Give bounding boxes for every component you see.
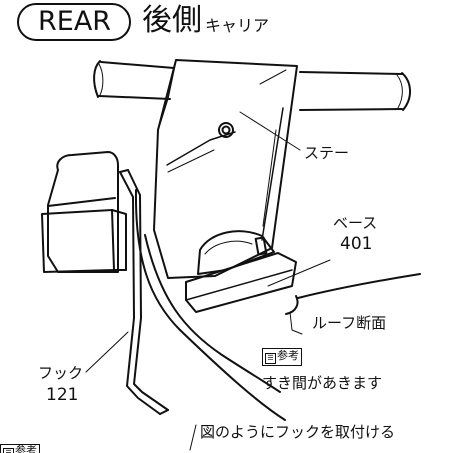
leader-lines (85, 111, 331, 451)
stay-clip (254, 236, 268, 256)
roof-bar-left (93, 60, 175, 100)
hook-121 (119, 169, 169, 415)
base-label: ベース (333, 214, 378, 232)
reference-badge: ☰参考 (262, 348, 302, 366)
hook-label: フック (38, 364, 84, 382)
notepad-icon-bottom: ☰ (3, 448, 14, 453)
page-subtitle: キャリア (205, 16, 270, 35)
roof-section (134, 189, 421, 421)
bottom-reference-badge-text: 参考 (15, 444, 37, 453)
install-note: 図のようにフックを取付ける (200, 423, 396, 441)
roof-section-label: ルーフ断面 (312, 314, 387, 332)
roof-bar-right (299, 71, 411, 111)
base-part-number: 401 (340, 234, 373, 254)
bolt-icon (218, 122, 234, 138)
side-shell (41, 151, 127, 273)
notepad-icon: ☰ (265, 353, 276, 364)
page-title: 後側 (142, 3, 202, 38)
stay-plate (153, 59, 298, 279)
rear-pill-frame (17, 3, 131, 41)
rear-pill-text: REAR (38, 6, 112, 37)
stay-label: ステー (304, 144, 350, 162)
bottom-reference-badge: ☰参考 (0, 444, 40, 453)
base-block (185, 230, 297, 313)
gap-note: すき間があきます (262, 374, 383, 392)
hook-part-number: 121 (46, 385, 79, 405)
reference-badge-text: 参考 (277, 349, 299, 362)
